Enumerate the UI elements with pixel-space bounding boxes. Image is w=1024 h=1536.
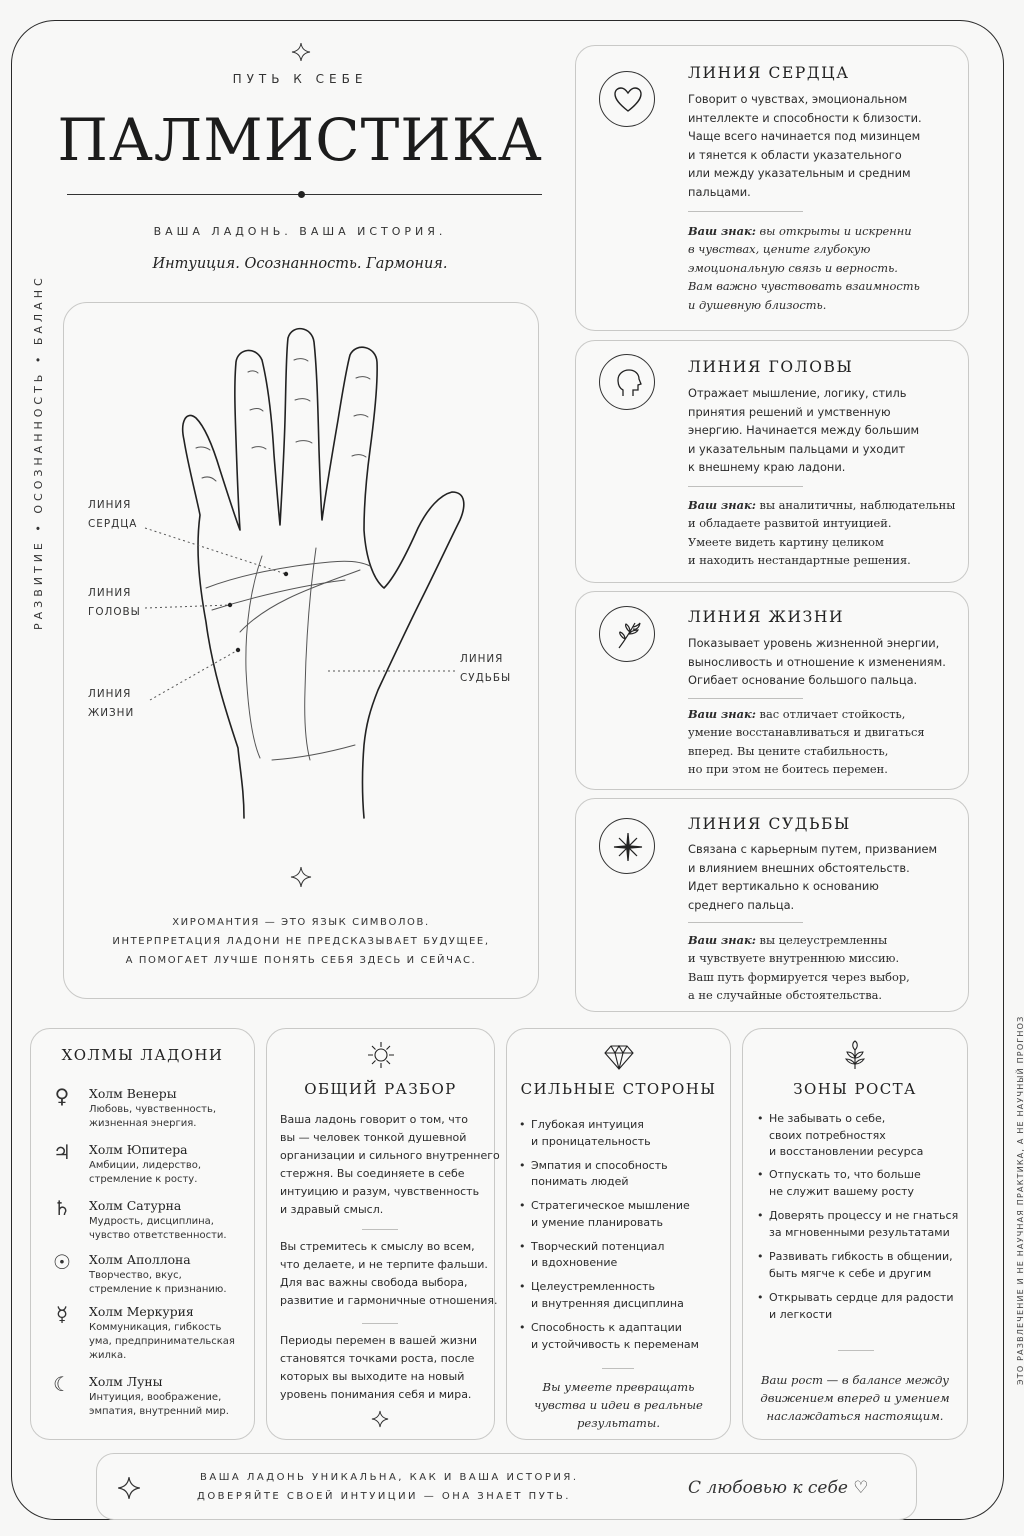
- hill-description: Мудрость, дисциплина, чувство ответствен…: [89, 1216, 227, 1242]
- sparkle-icon: [291, 42, 311, 62]
- palm-illustration: [144, 327, 465, 819]
- sprout-icon: [844, 1040, 866, 1069]
- list-item: Глубокая интуиция и проницательность: [519, 1117, 651, 1150]
- list-item: Отпускать то, что больше не служит вашем…: [757, 1167, 921, 1200]
- strengths-title: СИЛЬНЫЕ СТОРОНЫ: [520, 1080, 717, 1098]
- hill-description: Любовь, чувственность, жизненная энергия…: [89, 1104, 217, 1130]
- label-life-line: ЛИНИЯ ЖИЗНИ: [88, 688, 135, 719]
- star-icon: [613, 832, 643, 862]
- heart-line-sign: Ваш знак: вы открыты и искренни в чувств…: [688, 224, 920, 312]
- eyebrow: ПУТЬ К СЕБЕ: [232, 72, 368, 86]
- head-profile-icon: [617, 369, 642, 396]
- label-fate-line: ЛИНИЯ СУДЬБЫ: [460, 653, 512, 684]
- separator: [362, 1323, 398, 1324]
- heart-line-text: Говорит о чувствах, эмоциональном интелл…: [688, 92, 922, 199]
- life-line-card: [575, 591, 969, 790]
- separator: [688, 211, 803, 212]
- side-text-left: РАЗВИТИЕ • ОСОЗНАННОСТЬ • БАЛАНС: [32, 274, 45, 630]
- head-line-text: Отражает мышление, логику, стиль приняти…: [688, 386, 920, 475]
- subtitle: Интуиция. Осознанность. Гармония.: [152, 256, 448, 272]
- sparkle-icon: [290, 866, 312, 888]
- sparkle-icon: [371, 1410, 389, 1428]
- divider-dot: [298, 191, 305, 198]
- head-line-title: ЛИНИЯ ГОЛОВЫ: [688, 358, 854, 376]
- hill-name: Холм Аполлона: [89, 1252, 191, 1267]
- overview-card: [266, 1028, 495, 1440]
- footer-card: [96, 1453, 917, 1520]
- list-item: Способность к адаптации и устойчивость к…: [519, 1320, 699, 1353]
- diamond-icon: [604, 1044, 634, 1070]
- heart-icon-badge: [599, 71, 655, 127]
- life-line-text: Показывает уровень жизненной энергии, вы…: [688, 636, 946, 688]
- overview-paragraph-2: Вы стремитесь к смыслу во всем, что дела…: [280, 1240, 498, 1307]
- fate-line-sign: Ваш знак: вы целеустремленны и чувствует…: [688, 933, 910, 1003]
- separator: [838, 1350, 874, 1351]
- moon-icon: ☾: [53, 1372, 71, 1396]
- separator: [688, 922, 803, 923]
- strengths-card: [506, 1028, 731, 1440]
- list-item: Развивать гибкость в общении, быть мягче…: [757, 1249, 953, 1282]
- sun-icon: [368, 1042, 394, 1068]
- hills-card: [30, 1028, 255, 1440]
- separator: [688, 486, 803, 487]
- hill-name: Холм Сатурна: [89, 1198, 182, 1213]
- overview-paragraph-3: Периоды перемен в вашей жизни становятся…: [280, 1334, 478, 1401]
- heart-line-title: ЛИНИЯ СЕРДЦА: [688, 64, 850, 82]
- hill-description: Коммуникация, гибкость ума, предпринимат…: [89, 1322, 235, 1362]
- hills-title: ХОЛМЫ ЛАДОНИ: [61, 1046, 224, 1064]
- venus-icon: ♀: [54, 1084, 70, 1108]
- page-title: ПАЛМИСТИКА: [57, 106, 543, 174]
- heart-icon: [614, 87, 642, 112]
- leaf-icon: [618, 622, 641, 649]
- separator: [362, 1229, 398, 1230]
- hill-name: Холм Юпитера: [89, 1142, 188, 1157]
- fate-line-text: Связана с карьерным путем, призванием и …: [688, 842, 938, 912]
- list-item: Не забывать о себе, своих потребностях и…: [757, 1111, 923, 1161]
- hill-name: Холм Меркурия: [89, 1304, 194, 1319]
- strengths-note: Вы умеете превращать чувства и идеи в ре…: [534, 1380, 703, 1430]
- hill-description: Творчество, вкус, стремление к признанию…: [89, 1270, 227, 1296]
- growth-note: Ваш рост — в балансе между движением впе…: [760, 1373, 950, 1423]
- sun-icon: ☉: [53, 1250, 71, 1274]
- footer-line-2: ДОВЕРЯЙТЕ СВОЕЙ ИНТУИЦИИ — ОНА ЗНАЕТ ПУТ…: [197, 1491, 571, 1502]
- list-item: Доверять процессу и не гнаться за мгнове…: [757, 1208, 958, 1241]
- list-item: Стратегическое мышление и умение планиро…: [519, 1198, 690, 1231]
- head-line-sign: Ваш знак: вы аналитичны, наблюдательны и…: [688, 498, 956, 568]
- list-item: Целеустремленность и внутренняя дисципли…: [519, 1279, 684, 1312]
- leaf-icon-badge: [599, 606, 655, 662]
- life-line-sign: Ваш знак: вас отличает стойкость, умение…: [688, 707, 925, 777]
- hill-name: Холм Луны: [89, 1374, 163, 1389]
- list-item: Эмпатия и способность понимать людей: [519, 1158, 668, 1191]
- hill-name: Холм Венеры: [89, 1086, 177, 1101]
- overview-title: ОБЩИЙ РАЗБОР: [304, 1080, 457, 1098]
- life-line-title: ЛИНИЯ ЖИЗНИ: [688, 608, 845, 626]
- label-head-line: ЛИНИЯ ГОЛОВЫ: [88, 587, 141, 618]
- label-heart-line: ЛИНИЯ СЕРДЦА: [88, 499, 138, 530]
- overview-paragraph-1: Ваша ладонь говорит о том, что вы — чело…: [280, 1113, 500, 1216]
- list-item: Творческий потенциал и вдохновение: [519, 1239, 664, 1272]
- fate-line-title: ЛИНИЯ СУДЬБЫ: [688, 815, 851, 833]
- tagline: ВАША ЛАДОНЬ. ВАША ИСТОРИЯ.: [153, 225, 447, 238]
- separator: [602, 1368, 634, 1369]
- footer-line-1: ВАША ЛАДОНЬ УНИКАЛЬНА, КАК И ВАША ИСТОРИ…: [200, 1472, 579, 1483]
- palm-card: [63, 302, 539, 999]
- hill-description: Амбиции, лидерство, стремление к росту.: [89, 1160, 202, 1186]
- separator: [688, 698, 803, 699]
- sparkle-icon: [118, 1477, 140, 1499]
- side-text-right: ЭТО РАЗВЛЕЧЕНИЕ И НЕ НАУЧНАЯ ПРАКТИКА, А…: [1016, 1015, 1024, 1385]
- mercury-icon: ☿: [55, 1302, 69, 1326]
- footer-signature: С любовью к себе ♡: [688, 1478, 869, 1498]
- saturn-icon: ♄: [53, 1196, 71, 1220]
- jupiter-icon: ♃: [53, 1140, 71, 1164]
- head-icon-badge: [599, 354, 655, 410]
- palm-caption: ХИРОМАНТИЯ — ЭТО ЯЗЫК СИМВОЛОВ. ИНТЕРПРЕ…: [112, 917, 490, 966]
- hill-description: Интуиция, воображение, эмпатия, внутренн…: [89, 1392, 229, 1418]
- list-item: Открывать сердце для радости и легкости: [757, 1290, 954, 1323]
- growth-title: ЗОНЫ РОСТА: [793, 1080, 917, 1098]
- star-icon-badge: [599, 818, 655, 874]
